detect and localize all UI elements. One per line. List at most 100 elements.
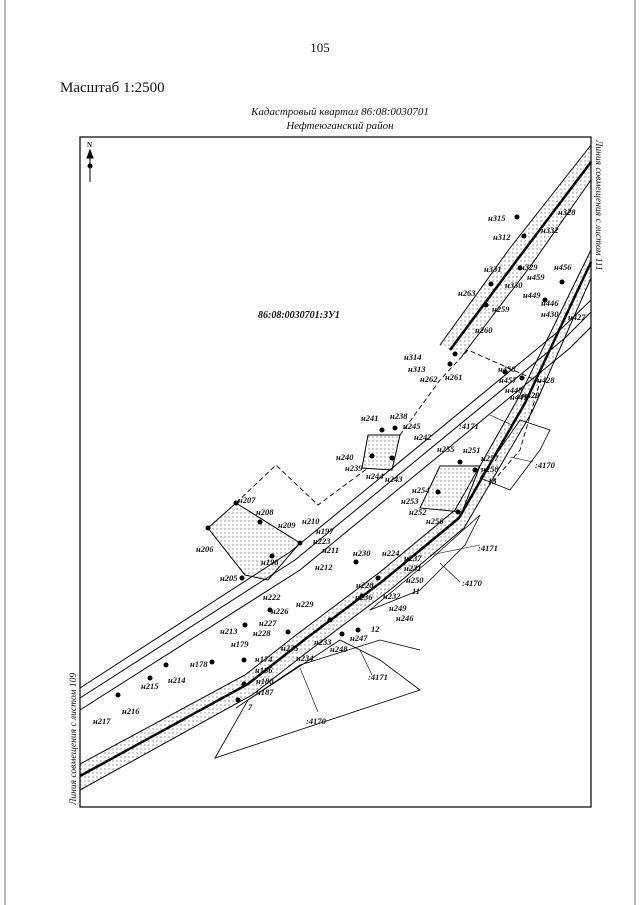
ref-4170-b: :4170 (462, 578, 483, 588)
ref-4170-a: :4170 (535, 460, 556, 470)
point-label: н207 (238, 495, 256, 505)
parcel-label: 86:08:0030701:ЗУ1 (258, 310, 340, 321)
point-label: 11 (412, 586, 420, 596)
point-label: н212 (315, 562, 333, 572)
point-label: н245 (403, 421, 421, 431)
point-label: н224 (382, 548, 399, 558)
point-label: н229 (296, 599, 314, 609)
point-label: н249 (389, 603, 407, 613)
point-label: н328 (558, 207, 576, 217)
point-label: н261 (445, 372, 462, 382)
point-label: н313 (408, 364, 426, 374)
point-label: н428 (537, 375, 555, 385)
point-label: н237 (404, 553, 422, 563)
point-label: н238 (390, 411, 408, 421)
point-label: н223 (313, 536, 331, 546)
point-label: н252 (409, 507, 427, 517)
point-label: н256 (426, 516, 444, 526)
ref-4171-c: :4171 (368, 672, 388, 682)
point-label: н187 (256, 687, 274, 697)
match-line-right: Линия совмещения с листом 111 (593, 139, 603, 271)
point-label: н180 (256, 676, 274, 686)
crossing-block-1 (361, 434, 401, 471)
corridor-lines (79, 144, 593, 791)
point-label: н179 (231, 639, 249, 649)
parcel-zu1-fragment (207, 502, 301, 581)
parcel-4171-outline (235, 639, 421, 709)
point-label: н209 (278, 520, 296, 530)
parcel-4170-outline-2 (369, 514, 481, 611)
point-label: н247 (350, 633, 368, 643)
point-label: н205 (220, 573, 238, 583)
point-label: н448 (505, 385, 523, 395)
point-label: н178 (190, 659, 208, 669)
point-label: н244 (366, 471, 383, 481)
point-label: н242 (414, 432, 432, 442)
point-label: н233 (314, 637, 332, 647)
point-label: н228 (253, 628, 271, 638)
point-label: н329 (520, 262, 538, 272)
point-label: н258 (481, 464, 499, 474)
point-label: н198 (261, 557, 279, 567)
point-label: н234 (296, 653, 313, 663)
point-label: н330 (505, 280, 523, 290)
point-label: н228 (356, 580, 374, 590)
point-label: н174 (255, 654, 272, 664)
point-label: н446 (541, 298, 559, 308)
page-scan-edge-left (4, 0, 6, 905)
point-markers (115, 214, 565, 703)
ref-4171-a: :4171 (459, 421, 479, 431)
page-number: 105 (310, 40, 330, 55)
point-label: н235 (281, 643, 299, 653)
point-label: н427 (568, 312, 586, 322)
match-line-left: Линия совмещения с листом 109 (69, 673, 79, 806)
point-label: н240 (336, 452, 354, 462)
point-label: н248 (330, 644, 348, 654)
point-label: н447 (510, 392, 528, 402)
point-label: н226 (271, 606, 289, 616)
point-label: н430 (541, 309, 559, 319)
point-label: н449 (523, 290, 541, 300)
point-label: н241 (361, 413, 378, 423)
point-label: н232 (383, 591, 401, 601)
point-label: н197 (316, 526, 334, 536)
point-label: н257 (481, 453, 499, 463)
point-label: н262 (420, 374, 438, 384)
point-label: н239 (345, 463, 363, 473)
point-label: 12 (371, 624, 380, 634)
crossing-block-2 (419, 465, 481, 513)
point-label: н243 (385, 474, 403, 484)
point-label: н312 (493, 232, 511, 242)
point-label: н259 (492, 304, 510, 314)
parcel-4170-outline-3 (479, 419, 551, 491)
point-label: н210 (302, 516, 320, 526)
point-label: н211 (322, 545, 339, 555)
quarter-title: Кадастровый квартал 86:08:0030701 (251, 106, 429, 118)
point-label: н251 (463, 445, 480, 455)
point-label: н458 (498, 364, 516, 374)
ref-4171-b: :4171 (478, 543, 498, 553)
point-label: н429 (522, 390, 540, 400)
ref-4170-c: :4170 (306, 716, 327, 726)
point-label: 13 (488, 476, 497, 486)
point-label: н254 (412, 485, 429, 495)
point-label: н206 (196, 544, 214, 554)
north-arrow-icon (86, 148, 94, 182)
point-label: н227 (259, 618, 277, 628)
point-label: 7 (248, 702, 253, 712)
point-label: н331 (484, 264, 501, 274)
district-title: Нефтеюганский район (286, 120, 394, 132)
point-label: н255 (437, 444, 455, 454)
point-label: н457 (499, 375, 517, 385)
point-label: н253 (401, 496, 419, 506)
encumbrance-band-upper (440, 145, 591, 356)
dashed-boundary (235, 349, 541, 506)
point-label: н250 (406, 575, 424, 585)
page-scan-edge-right (634, 0, 636, 905)
point-label: н216 (122, 706, 140, 716)
point-label: н236 (355, 592, 373, 602)
point-label: н186 (255, 665, 273, 675)
point-label: н332 (541, 225, 559, 235)
point-label: н456 (554, 262, 572, 272)
